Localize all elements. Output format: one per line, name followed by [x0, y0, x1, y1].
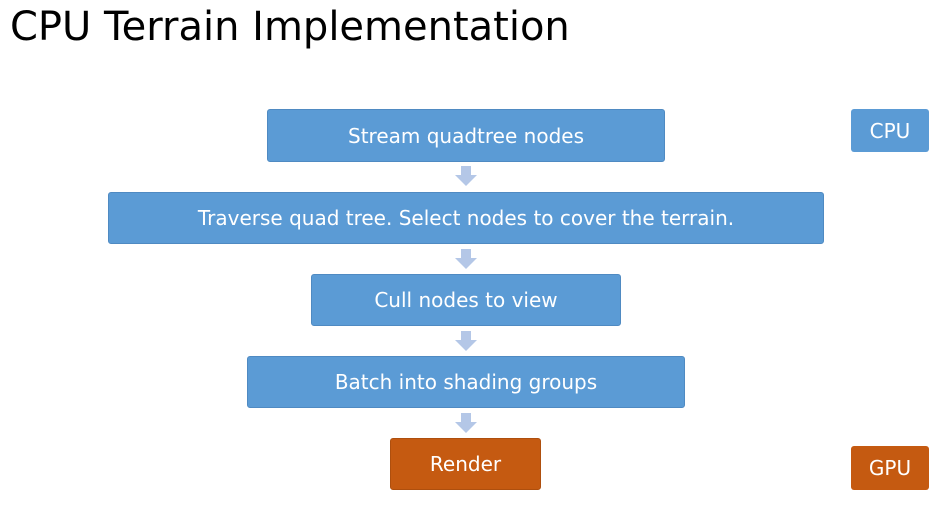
down-arrow-icon — [455, 413, 477, 433]
down-arrow-icon — [455, 166, 477, 186]
step-cull-nodes-to-view: Cull nodes to view — [311, 274, 621, 326]
step-render: Render — [390, 438, 541, 490]
step-traverse-quad-tree: Traverse quad tree. Select nodes to cove… — [108, 192, 824, 244]
cpu-label: CPU — [851, 109, 929, 152]
step-batch-into-shading-groups: Batch into shading groups — [247, 356, 685, 408]
down-arrow-icon — [455, 331, 477, 351]
down-arrow-icon — [455, 249, 477, 269]
gpu-label: GPU — [851, 446, 929, 490]
page-title: CPU Terrain Implementation — [10, 4, 570, 50]
step-stream-quadtree-nodes: Stream quadtree nodes — [267, 109, 665, 162]
